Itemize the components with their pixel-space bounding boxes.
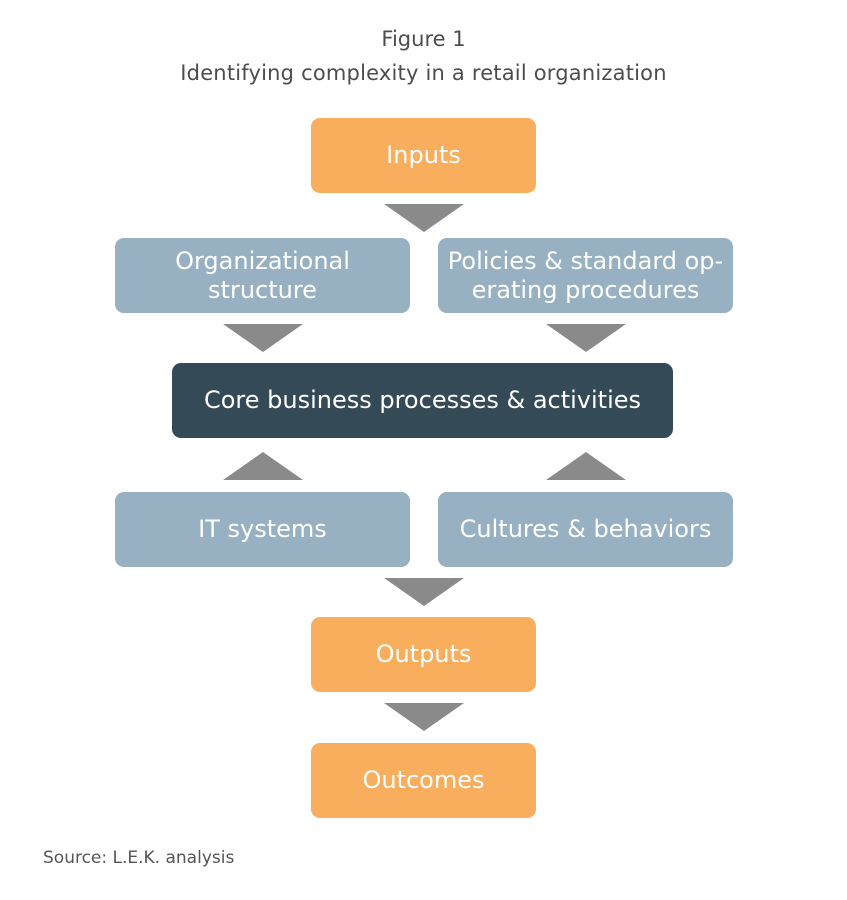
core-processes-box: Core business processes & activities	[172, 363, 673, 438]
arrow-org-down	[223, 324, 303, 352]
outputs-label: Outputs	[375, 640, 472, 668]
arrow-cultures-up	[546, 452, 626, 480]
inputs-box: Inputs	[311, 118, 536, 193]
figure-number: Figure 1	[381, 27, 466, 51]
outcomes-label: Outcomes	[362, 766, 485, 794]
it-systems-label: IT systems	[198, 515, 327, 543]
arrow-to-outputs	[384, 578, 464, 606]
core-processes-label: Core business processes & activities	[203, 386, 642, 414]
outputs-box: Outputs	[311, 617, 536, 692]
cultures-label: Cultures & behaviors	[459, 515, 712, 543]
org-structure-box: Organizational structure	[115, 238, 410, 313]
org-structure-label-line2: structure	[208, 275, 317, 304]
inputs-label: Inputs	[386, 141, 461, 169]
arrow-policies-down	[546, 324, 626, 352]
arrow-to-outcomes	[384, 703, 464, 731]
arrow-it-up	[223, 452, 303, 480]
cultures-box: Cultures & behaviors	[438, 492, 733, 567]
policies-label-line1: Policies & standard op-	[447, 246, 724, 275]
outcomes-box: Outcomes	[311, 743, 536, 818]
policies-label-line2: erating procedures	[471, 275, 700, 304]
source-note: Source: L.E.K. analysis	[43, 848, 235, 868]
org-structure-label-line1: Organizational	[175, 246, 350, 275]
arrow-inputs-down	[384, 204, 464, 232]
figure-title: Identifying complexity in a retail organ…	[180, 61, 667, 85]
policies-box: Policies & standard op- erating procedur…	[438, 238, 733, 313]
it-systems-box: IT systems	[115, 492, 410, 567]
